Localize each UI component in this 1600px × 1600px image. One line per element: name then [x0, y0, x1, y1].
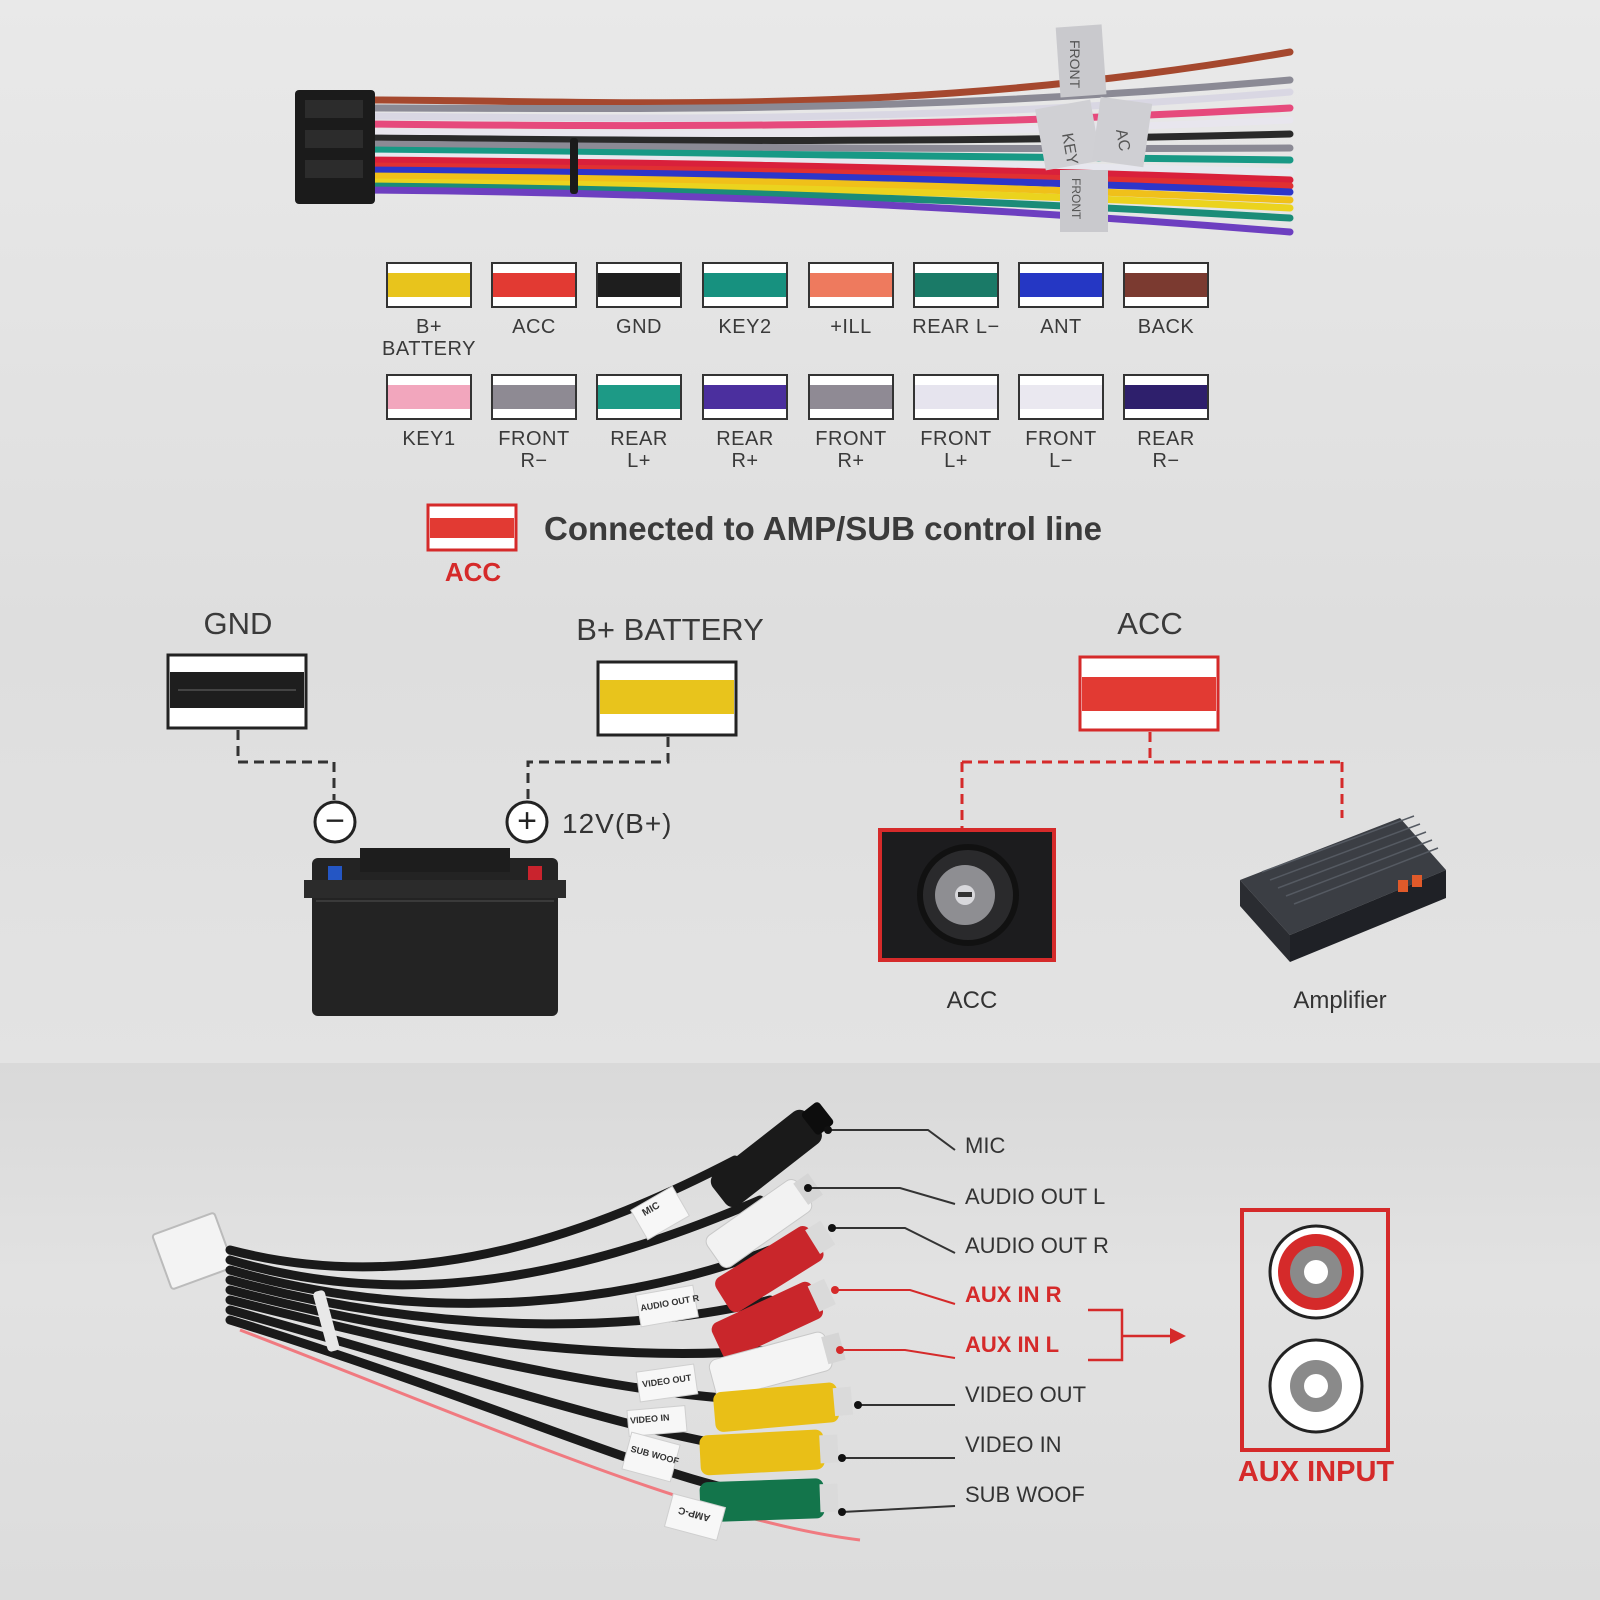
wire-label: REAR L+: [610, 428, 668, 472]
wire-color-stripe: [915, 385, 997, 409]
wire-swatch: [386, 262, 472, 308]
wire-color-stripe: [1125, 273, 1207, 297]
acc-note-label: ACC: [444, 557, 502, 587]
wire-swatch: [808, 262, 894, 308]
wire-swatch: [1123, 262, 1209, 308]
rca-label: AUDIO OUT L: [965, 1184, 1106, 1209]
gnd-title: GND: [203, 606, 273, 641]
wire-label: ANT: [1040, 316, 1082, 338]
wire-swatch: [702, 374, 788, 420]
rca-label: AUDIO OUT R: [965, 1233, 1109, 1258]
wire-color-stripe: [915, 273, 997, 297]
acc-title: ACC: [1117, 606, 1183, 641]
wire-color-stripe: [493, 385, 575, 409]
wire-label: GND: [616, 316, 662, 338]
wire-swatch: [491, 374, 577, 420]
wire-swatch: [386, 374, 472, 420]
wiring-harness-image: FRONT KEY AC FRONT: [295, 24, 1294, 236]
wire-color-stripe: [598, 385, 680, 409]
wire-label: REAR R+: [716, 428, 774, 472]
wire-swatch: [1018, 374, 1104, 420]
rca-label: SUB WOOF: [965, 1482, 1085, 1507]
acc-note-text: Connected to AMP/SUB control line: [544, 510, 1102, 547]
wire-label: REAR L−: [912, 316, 1000, 338]
harness-tag-front-2: FRONT: [1069, 178, 1083, 220]
wire-color-stripe: [810, 385, 892, 409]
battery-title: B+ BATTERY: [576, 612, 764, 647]
wire-label: +ILL: [830, 316, 872, 338]
wire-label: BACK: [1137, 316, 1195, 338]
minus-terminal-icon: −: [325, 802, 345, 840]
rca-label: AUX IN R: [965, 1282, 1062, 1307]
wire-label: FRONT R−: [498, 428, 570, 472]
wire-color-stripe: [493, 273, 575, 297]
wire-color-stripe: [704, 385, 786, 409]
wire-swatch: [596, 374, 682, 420]
rca-label: AUX IN L: [965, 1332, 1060, 1357]
rca-label: VIDEO IN: [965, 1432, 1062, 1457]
wire-color-stripe: [388, 385, 470, 409]
harness-tag-key: KEY: [1058, 132, 1080, 167]
harness-tag-front: FRONT: [1067, 40, 1083, 89]
wire-label: KEY1: [402, 428, 456, 450]
wire-color-stripe: [704, 273, 786, 297]
wire-label: B+ BATTERY: [382, 316, 476, 360]
wire-swatch: [1018, 262, 1104, 308]
plus-terminal-icon: +: [517, 802, 537, 840]
wire-label: ACC: [512, 316, 556, 338]
bottom-section-background: [0, 1063, 1600, 1600]
wire-color-stripe: [1020, 385, 1102, 409]
wire-color-stripe: [388, 273, 470, 297]
aux-input-label: AUX INPUT: [1237, 1456, 1395, 1488]
acc-ignition-label: ACC: [946, 987, 998, 1014]
wire-color-stripe: [1125, 385, 1207, 409]
wire-label: REAR R−: [1137, 428, 1195, 472]
harness-tag-ac: AC: [1112, 128, 1133, 153]
wire-swatch: [1123, 374, 1209, 420]
wire-label: KEY2: [718, 316, 772, 338]
wire-swatch: [491, 262, 577, 308]
wire-swatch: [913, 262, 999, 308]
wire-label: FRONT L+: [920, 428, 992, 472]
wire-color-stripe: [810, 273, 892, 297]
wire-swatch: [702, 262, 788, 308]
wire-swatch: [596, 262, 682, 308]
rca-label: VIDEO OUT: [965, 1382, 1087, 1407]
wire-color-stripe: [598, 273, 680, 297]
amplifier-label: Amplifier: [1293, 987, 1387, 1014]
wire-swatch: [808, 374, 894, 420]
voltage-label: 12V(B+): [562, 808, 673, 839]
wire-swatch: [913, 374, 999, 420]
rca-label: MIC: [965, 1133, 1006, 1158]
wire-label: FRONT L−: [1025, 428, 1097, 472]
wire-label: FRONT R+: [815, 428, 887, 472]
wire-color-stripe: [1020, 273, 1102, 297]
